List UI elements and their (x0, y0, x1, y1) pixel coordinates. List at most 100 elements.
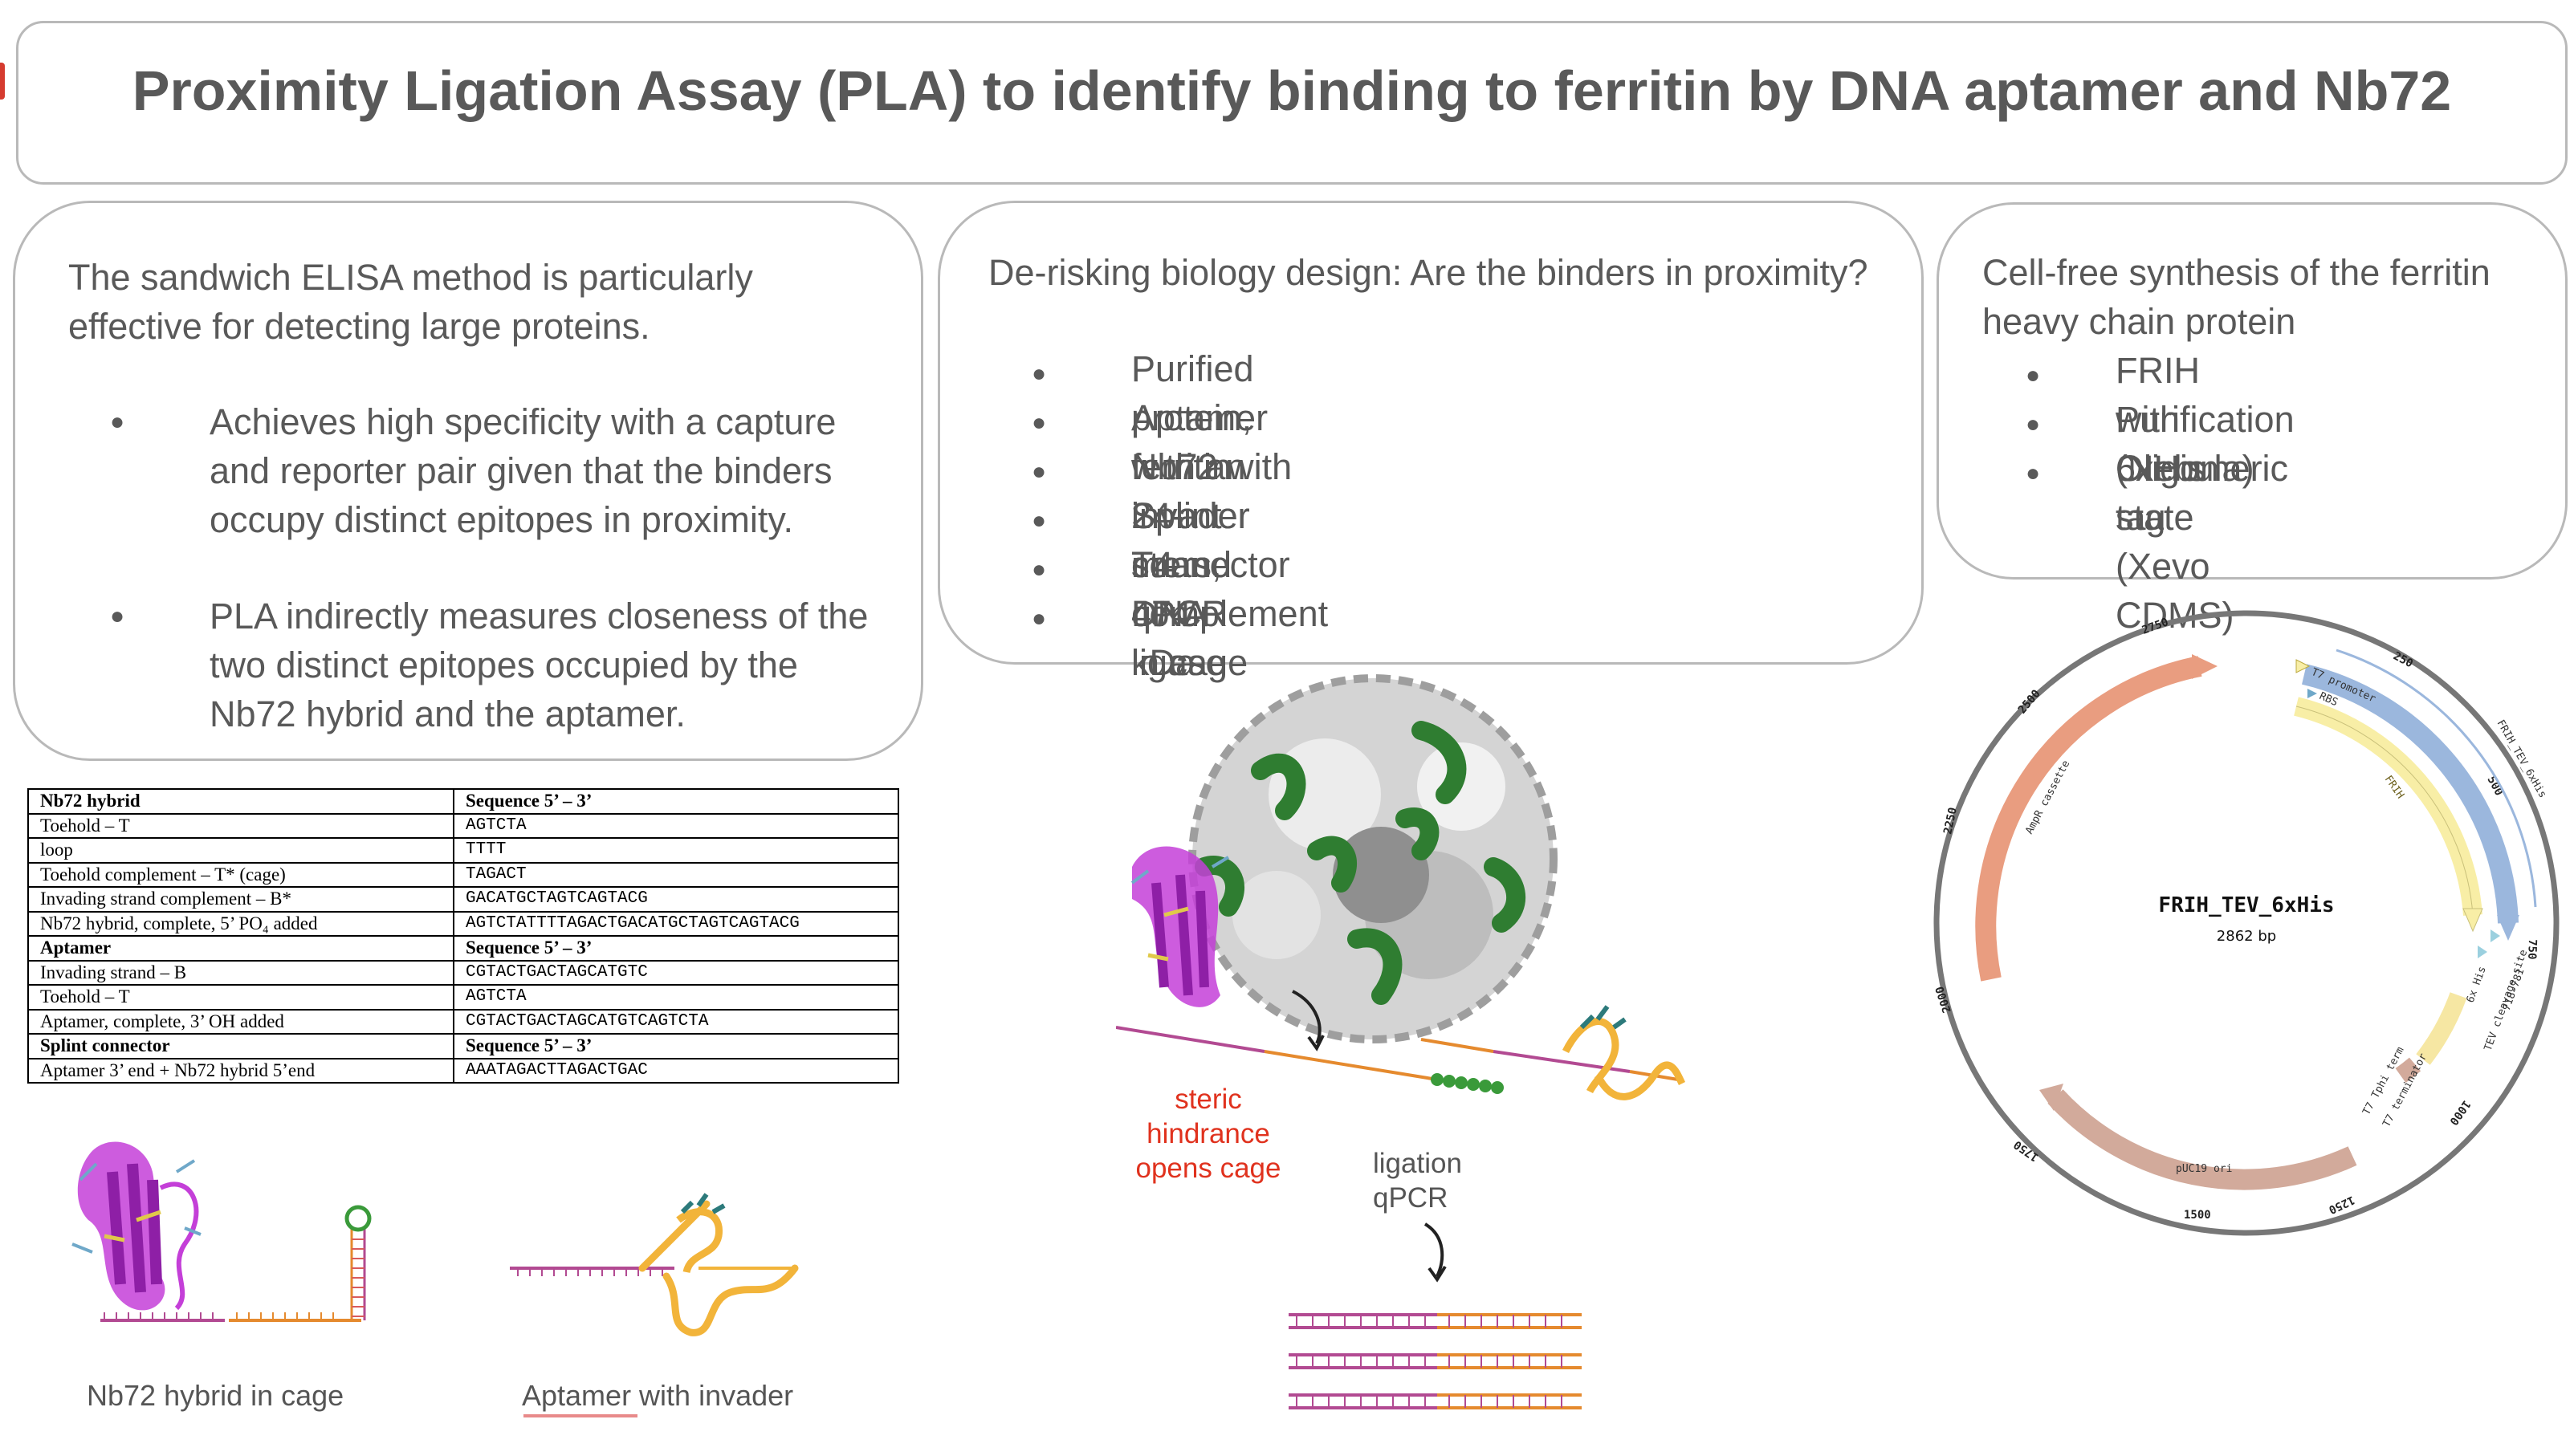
text-line: Nb72 hybrid and the aptamer. (210, 693, 686, 734)
nb72-protein-ribbon (71, 1141, 202, 1311)
text-line: T4 DNA ligase (1131, 544, 1226, 683)
feature-frih-yellow: FRIH (2294, 697, 2483, 933)
tick-label: 250 (2391, 649, 2415, 670)
bullet-dot: ● (1032, 507, 1047, 534)
ferritin-binding-illustration (1116, 674, 1686, 1100)
dna-strand-orange (229, 1312, 361, 1322)
nb72-protein-ribbon (1130, 846, 1230, 1007)
plasmid-name: FRIH_TEV_6xHis (2158, 893, 2334, 917)
feature-terminator: T7 Tphi term T7 terminator (2360, 992, 2467, 1129)
tick-label: 2000 (1933, 985, 1954, 1015)
feature-puc-ori: pUC19 ori (2039, 1084, 2357, 1190)
slide-edge-marker (0, 63, 5, 100)
text-line: (Xevo CDMS) (2116, 546, 2234, 636)
bullet-item: ●Purified protein, ferritin 24-mers, 474… (1032, 344, 1254, 683)
text-line: heavy chain protein (1982, 301, 2296, 342)
plasmid-map: 250 500 750 1000 1250 1500 1750 2000 225… (1933, 610, 2560, 1236)
ferritin-sphere (1188, 674, 1558, 1043)
feature-label: 6x His (2465, 965, 2489, 1004)
bullet-item: ● FRIH with 6xHis tag (2026, 346, 2206, 538)
tick-label: 1000 (2446, 1098, 2472, 1128)
duplex-3 (1289, 1393, 1582, 1409)
spellcheck-underline (523, 1414, 637, 1417)
text-line: hindrance (1146, 1118, 1270, 1149)
cellfree-intro: Cell-free synthesis of the ferritin heav… (1982, 248, 2491, 346)
feature-frih-outer (2336, 649, 2537, 908)
bullet-dot: ● (2026, 362, 2041, 388)
bullet-item: ● Aptamer with an invader strand (1032, 393, 1268, 585)
text-line: Cell-free synthesis of the ferritin (1982, 252, 2491, 293)
text-line: Achieves high specificity with a capture (210, 401, 837, 442)
text-line: Splint connector (1131, 495, 1290, 585)
caption-aptamer-invader: Aptamer with invader (522, 1379, 794, 1412)
feature-his-tev: 6x His TEV cleavage site 718-781 (2465, 929, 2530, 1052)
duplex-2 (1289, 1353, 1582, 1369)
derisking-heading: De-risking biology design: Are the binde… (988, 252, 1868, 293)
ligation-label: ligation qPCR (1373, 1146, 1462, 1215)
aptamer-illustration (510, 1193, 799, 1336)
bullet-dot: ● (1032, 409, 1047, 436)
table-row: Toehold complement – T* (cage)TAGACT (27, 861, 899, 888)
derisking-list: ●Purified protein, ferritin 24-mers, 474… (1032, 344, 1328, 683)
ligation-arrow-icon (1423, 1222, 1447, 1283)
tick-label: 2750 (2140, 616, 2170, 637)
text-line: steric (1175, 1084, 1242, 1115)
bullet-dot: ● (1032, 360, 1047, 387)
bullet-item: ● Oligomeric state (Xevo CDMS) (2026, 444, 2288, 636)
bullet-item: ●Purification (Nebula) (2026, 395, 2295, 489)
bullet-dot: ● (1032, 556, 1047, 583)
text-line: ligation (1373, 1148, 1462, 1179)
bullet-dot: ● (1032, 458, 1047, 485)
table-row: Invading strand complement – B*GACATGCTA… (27, 886, 899, 913)
bullet-item: ● Splint connector (1032, 491, 1290, 585)
green-bead-chain (1431, 1073, 1504, 1094)
panel-elisa: The sandwich ELISA method is particularl… (13, 201, 923, 761)
tick-label: 1500 (2184, 1209, 2211, 1222)
title-box: Proximity Ligation Assay (PLA) to identi… (16, 21, 2568, 185)
caption-nb72-cage: Nb72 hybrid in cage (87, 1379, 344, 1412)
page-title: Proximity Ligation Assay (PLA) to identi… (132, 59, 2452, 122)
elisa-intro: The sandwich ELISA method is particularl… (68, 253, 753, 351)
aptamer-structure (638, 1193, 799, 1336)
aptamer-structure (1562, 1005, 1686, 1100)
bullet-dot: ● (110, 409, 125, 435)
nb72-cage-illustration (71, 1141, 372, 1322)
text-line: FRIH with 6xHis tag (2116, 350, 2206, 538)
text-line: qPCR (1373, 1182, 1448, 1214)
text-line: and reporter pair given that the binders (210, 450, 833, 491)
text-line: effective for detecting large proteins. (68, 306, 650, 347)
dna-strand-purple (510, 1267, 674, 1276)
plasmid-ticks: 250 500 750 1000 1250 1500 1750 2000 225… (1933, 616, 2539, 1222)
text-line: PLA indirectly measures closeness of the (210, 596, 869, 636)
plasmid-backbone (1933, 610, 2560, 1236)
dna-strand-purple (100, 1312, 225, 1322)
plasmid-size: 2862 bp (2217, 928, 2276, 945)
text-line: occupy distinct epitopes in proximity. (210, 499, 793, 540)
arrow-icon (1292, 990, 1325, 1051)
panel-derisking: De-risking biology design: Are the binde… (938, 201, 1924, 683)
bullet-dot: ● (2026, 411, 2041, 437)
bullet-dot: ● (2026, 460, 2041, 486)
feature-label: pUC19 ori (2176, 1163, 2232, 1175)
text-line: opens cage (1135, 1153, 1281, 1184)
qpcr-duplexes (1289, 1313, 1582, 1409)
tick-label: 2250 (1941, 807, 1960, 836)
duplex-1 (1289, 1313, 1582, 1329)
bullet-item: ● T4 DNA ligase (1032, 540, 1226, 683)
text-line: Oligomeric state (2116, 448, 2289, 538)
cellfree-list: ● FRIH with 6xHis tag ●Purification (Nebu… (2026, 346, 2295, 636)
text-line: The sandwich ELISA method is particularl… (68, 257, 753, 298)
steric-hindrance-label: steric hindrance opens cage (1124, 1082, 1293, 1186)
panel-cellfree: Cell-free synthesis of the ferritin heav… (1937, 202, 2568, 636)
bullet-item: ●Nb72 with invader strand complement in … (1032, 442, 1328, 683)
text-line: Aptamer with an invader strand (1131, 397, 1269, 585)
